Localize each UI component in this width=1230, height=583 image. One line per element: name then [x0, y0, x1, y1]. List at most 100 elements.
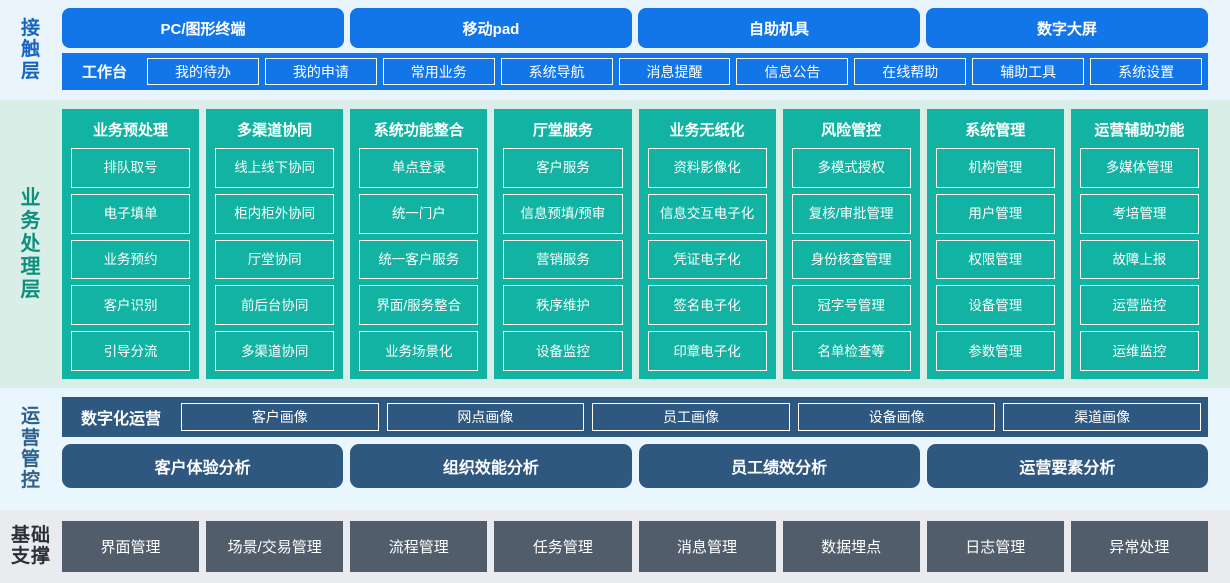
foundation-item-message-management[interactable]: 消息管理	[638, 521, 776, 572]
business-item[interactable]: 信息预填/预审	[503, 193, 623, 234]
layer-touch-label-char: 层	[20, 60, 41, 82]
portrait-employee[interactable]: 员工画像	[592, 403, 790, 431]
analysis-employee-performance[interactable]: 员工绩效分析	[638, 444, 920, 488]
business-item[interactable]: 设备监控	[503, 331, 623, 371]
menu-item-my-application[interactable]: 我的申请	[264, 58, 377, 85]
menu-item-system-settings[interactable]: 系统设置	[1090, 58, 1203, 85]
business-item[interactable]: 客户识别	[71, 285, 191, 326]
business-item[interactable]: 柜内柜外协同	[215, 193, 335, 234]
workbench-label: 工作台	[82, 64, 128, 81]
business-item[interactable]: 权限管理	[935, 239, 1055, 280]
column-title: 系统管理	[965, 121, 1026, 139]
portrait-device[interactable]: 设备画像	[797, 403, 996, 431]
business-item[interactable]: 前后台协同	[215, 285, 335, 326]
business-item[interactable]: 营销服务	[503, 239, 623, 280]
digital-operations-label: 数字化运营	[81, 411, 162, 428]
business-item[interactable]: 业务场景化	[359, 331, 479, 371]
menu-item-my-todo[interactable]: 我的待办	[147, 58, 259, 85]
layer-operations: 运 营 管 控 数字化运营 客户画像 网点画像 员工画像 设备画像 渠道画像 客…	[0, 388, 1230, 510]
business-item[interactable]: 电子填单	[71, 193, 191, 234]
business-item[interactable]: 排队取号	[71, 148, 191, 188]
column-title: 风险管控	[821, 121, 882, 139]
layer-business-body: 业务预处理 排队取号 电子填单 业务预约 客户识别 引导分流 多渠道协同 线上线…	[62, 100, 1230, 388]
layer-foundation: 基础 支撑 界面管理 场景/交易管理 流程管理 任务管理 消息管理 数据埋点 日…	[0, 510, 1230, 583]
business-item[interactable]: 故障上报	[1079, 239, 1199, 280]
menu-item-announcement[interactable]: 信息公告	[736, 58, 849, 85]
menu-item-message-reminder[interactable]: 消息提醒	[618, 58, 731, 85]
layer-operations-body: 数字化运营 客户画像 网点画像 员工画像 设备画像 渠道画像 客户体验分析 组织…	[62, 388, 1230, 510]
channel-row: PC/图形终端 移动pad 自助机具 数字大屏	[62, 8, 1208, 48]
foundation-item-task-management[interactable]: 任务管理	[494, 521, 632, 572]
column-title: 厅堂服务	[532, 121, 593, 139]
portrait-channel[interactable]: 渠道画像	[1003, 403, 1201, 431]
business-item[interactable]: 签名电子化	[647, 285, 767, 326]
business-item[interactable]: 复核/审批管理	[791, 193, 911, 234]
foundation-item-data-tracking[interactable]: 数据埋点	[782, 521, 920, 572]
business-item[interactable]: 多渠道协同	[215, 331, 335, 371]
analysis-row: 客户体验分析 组织效能分析 员工绩效分析 运营要素分析	[62, 444, 1208, 488]
business-item[interactable]: 运维监控	[1079, 331, 1199, 371]
business-item[interactable]: 印章电子化	[647, 331, 767, 371]
business-item[interactable]: 统一客户服务	[359, 239, 479, 280]
business-item[interactable]: 机构管理	[935, 148, 1055, 188]
business-item[interactable]: 资料影像化	[647, 148, 767, 188]
business-item[interactable]: 多模式授权	[791, 148, 911, 188]
layer-business-label-char: 务	[20, 209, 42, 232]
business-item[interactable]: 参数管理	[935, 331, 1055, 371]
business-item[interactable]: 用户管理	[935, 193, 1055, 234]
business-item[interactable]: 引导分流	[71, 331, 191, 371]
business-item[interactable]: 秩序维护	[503, 285, 623, 326]
business-item[interactable]: 业务预约	[71, 239, 191, 280]
business-item[interactable]: 线上线下协同	[215, 148, 335, 188]
menu-item-online-help[interactable]: 在线帮助	[854, 58, 967, 85]
layer-foundation-label: 基础 支撑	[0, 510, 62, 583]
business-column-paperless: 业务无纸化 资料影像化 信息交互电子化 凭证电子化 签名电子化 印章电子化	[638, 109, 776, 379]
business-column-preprocessing: 业务预处理 排队取号 电子填单 业务预约 客户识别 引导分流	[62, 109, 200, 379]
layer-operations-label: 运 营 管 控	[0, 388, 62, 510]
layer-operations-label-char: 营	[20, 427, 41, 449]
business-item[interactable]: 设备管理	[935, 285, 1055, 326]
business-item[interactable]: 考培管理	[1079, 193, 1199, 234]
channel-mobile-pad[interactable]: 移动pad	[350, 8, 632, 48]
business-item[interactable]: 运营监控	[1079, 285, 1199, 326]
business-item[interactable]: 多媒体管理	[1079, 148, 1199, 188]
column-title: 多渠道协同	[237, 121, 313, 139]
business-item[interactable]: 冠字号管理	[791, 285, 911, 326]
business-item[interactable]: 凭证电子化	[647, 239, 767, 280]
analysis-customer-experience[interactable]: 客户体验分析	[62, 444, 344, 488]
column-title: 业务预处理	[93, 121, 169, 139]
layer-touch-label: 接 触 层	[0, 0, 62, 100]
layer-touch-body: PC/图形终端 移动pad 自助机具 数字大屏 工作台 我的待办 我的申请 常用…	[62, 0, 1230, 100]
business-item[interactable]: 名单检查等	[791, 331, 911, 371]
analysis-operation-factors[interactable]: 运营要素分析	[926, 444, 1208, 488]
business-column-lobby-service: 厅堂服务 客户服务 信息预填/预审 营销服务 秩序维护 设备监控	[494, 109, 632, 379]
business-item[interactable]: 信息交互电子化	[647, 193, 767, 234]
layer-business-label-char: 业	[20, 186, 42, 209]
menu-item-system-navigation[interactable]: 系统导航	[500, 58, 613, 85]
foundation-item-scenario-transaction-management[interactable]: 场景/交易管理	[206, 521, 344, 572]
business-item[interactable]: 客户服务	[503, 148, 623, 188]
analysis-organization-efficiency[interactable]: 组织效能分析	[350, 444, 632, 488]
portrait-branch[interactable]: 网点画像	[386, 403, 585, 431]
portrait-customer[interactable]: 客户画像	[181, 403, 379, 431]
channel-self-service[interactable]: 自助机具	[638, 8, 920, 48]
layer-touch-label-char: 接	[20, 18, 41, 40]
foundation-item-exception-handling[interactable]: 异常处理	[1070, 521, 1208, 572]
column-title: 业务无纸化	[669, 121, 745, 139]
channel-digital-screen[interactable]: 数字大屏	[926, 8, 1208, 48]
business-column-system-management: 系统管理 机构管理 用户管理 权限管理 设备管理 参数管理	[926, 109, 1064, 379]
layer-operations-label-char: 管	[20, 449, 41, 470]
layer-touch-label-char: 触	[20, 39, 41, 61]
foundation-item-ui-management[interactable]: 界面管理	[62, 521, 200, 572]
business-item[interactable]: 厅堂协同	[215, 239, 335, 280]
digital-operations-row: 数字化运营 客户画像 网点画像 员工画像 设备画像 渠道画像	[62, 397, 1208, 437]
menu-item-common-business[interactable]: 常用业务	[382, 58, 495, 85]
business-item[interactable]: 单点登录	[359, 148, 479, 188]
business-item[interactable]: 身份核查管理	[791, 239, 911, 280]
menu-item-assist-tools[interactable]: 辅助工具	[972, 58, 1085, 85]
business-item[interactable]: 统一门户	[359, 193, 479, 234]
channel-pc[interactable]: PC/图形终端	[62, 8, 344, 48]
business-item[interactable]: 界面/服务整合	[359, 285, 479, 326]
foundation-item-process-management[interactable]: 流程管理	[350, 521, 488, 572]
foundation-item-log-management[interactable]: 日志管理	[926, 521, 1064, 572]
